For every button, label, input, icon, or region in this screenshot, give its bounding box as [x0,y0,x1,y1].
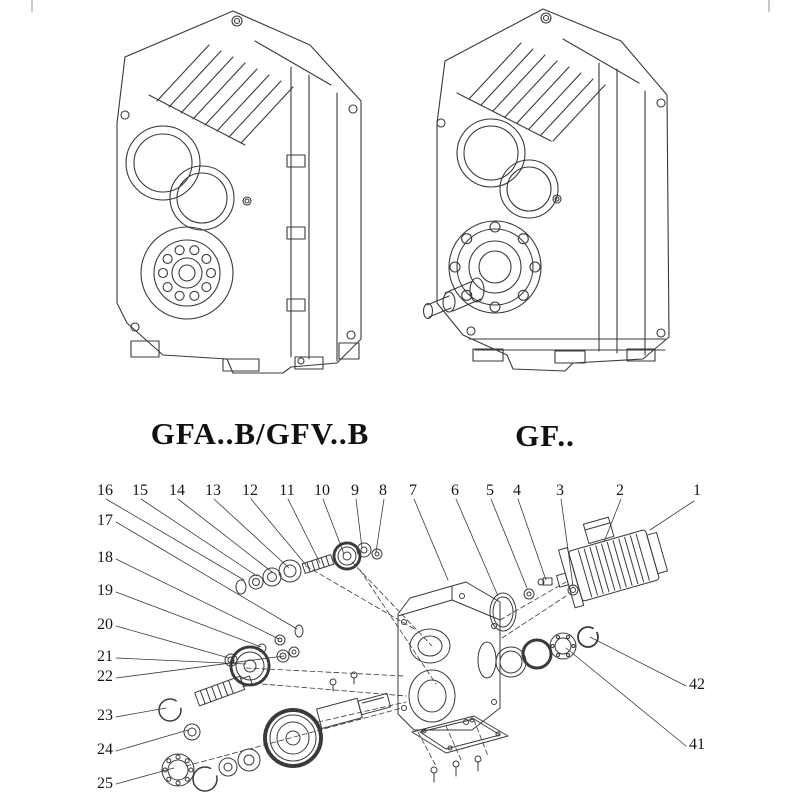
base-rails [468,338,666,364]
bolt-bosses [436,12,666,338]
motor [556,516,668,609]
bearing-bosses [456,118,559,219]
input-pinion-shaft [301,554,335,574]
callout-2: 2 [616,482,624,499]
callout-15: 15 [132,482,148,499]
cooling-fins [156,44,294,144]
motor-side-rings [495,626,599,678]
exploded-parts-diagram: 16 15 14 13 12 11 10 9 8 7 6 5 4 3 2 1 1… [0,470,800,800]
callout-24: 24 [97,741,113,758]
gearbox-housing [397,581,501,731]
callout-5: 5 [486,482,494,499]
callout-22: 22 [97,668,113,685]
intermediate-shaft-parts [158,624,304,741]
callout-14: 14 [169,482,185,499]
output-shaft [316,692,392,729]
cooling-fins [468,42,606,142]
callout-20: 20 [97,616,113,633]
callout-6: 6 [451,482,459,499]
page-edge-mark-left [31,0,33,12]
callout-13: 13 [205,482,221,499]
flange-gasket-and-plugs [489,577,579,632]
housing-outline [436,8,670,372]
callout-10: 10 [314,482,330,499]
bearing-bosses [125,125,235,231]
base-plate [411,715,509,783]
callout-1: 1 [693,482,701,499]
callout-17: 17 [97,512,113,529]
callout-42: 42 [689,676,705,693]
callout-23: 23 [97,707,113,724]
housing-outline [116,10,362,374]
output-flange [448,220,542,314]
product-label-gfab-gfvb: GFA..B/GFV..B [150,416,370,451]
output-shaft-parts [161,671,392,792]
callout-3: 3 [556,482,564,499]
callout-12: 12 [242,482,258,499]
callout-11: 11 [279,482,295,499]
intermediate-pinion-shaft [194,675,253,707]
product-label-gf: GF.. [515,418,575,453]
callout-18: 18 [97,549,113,566]
gearbox-drawing-gf [422,8,670,372]
callout-4: 4 [513,482,521,499]
callout-21: 21 [97,648,113,665]
mounting-feet [130,340,360,372]
leader-lines [105,498,695,785]
gearbox-drawing-gfab-gfvb [116,10,362,374]
callout-8: 8 [379,482,387,499]
bolt-bosses [120,15,358,365]
exploded-drawing [105,498,695,792]
callout-25: 25 [97,775,113,792]
callout-9: 9 [351,482,359,499]
hollow-shaft-rosette [140,226,234,320]
page-edge-mark-right [768,0,770,12]
callout-19: 19 [97,582,113,599]
output-shaft [422,277,485,320]
input-shaft-parts [235,541,383,595]
callout-41: 41 [689,736,705,753]
callout-16: 16 [97,482,113,499]
callout-7: 7 [409,482,417,499]
